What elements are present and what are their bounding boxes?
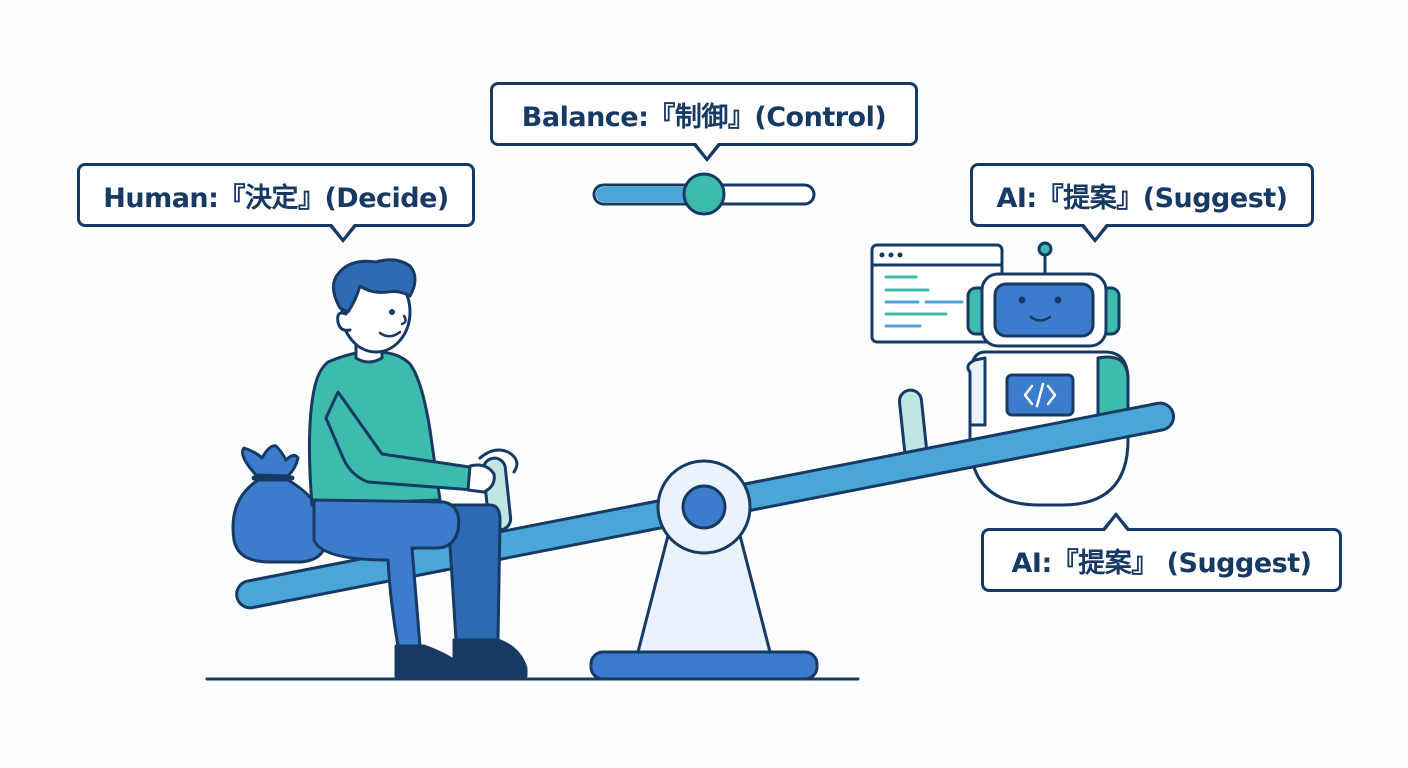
ai-label-bottom-text: AI:『提案』 (Suggest): [1011, 547, 1312, 579]
money-bag-icon: [231, 444, 328, 564]
balance-label-text: Balance:『制御』(Control): [521, 101, 887, 133]
pivot-inner: [681, 484, 727, 530]
human-label-text: Human:『決定』(Decide): [103, 182, 449, 214]
ai-label-top: AI:『提案』(Suggest): [970, 163, 1314, 243]
slider-knob: [682, 172, 726, 216]
person-figure: [307, 258, 528, 680]
ai-label-bottom: AI:『提案』 (Suggest): [981, 512, 1342, 592]
balance-slider: [592, 172, 816, 216]
robot-head: [966, 272, 1121, 348]
human-label: Human:『決定』(Decide): [77, 163, 475, 243]
ai-label-top-text: AI:『提案』(Suggest): [996, 182, 1288, 214]
slider-fill: [596, 187, 704, 202]
fulcrum-base: [589, 650, 819, 681]
balance-label: Balance:『制御』(Control): [490, 82, 918, 162]
